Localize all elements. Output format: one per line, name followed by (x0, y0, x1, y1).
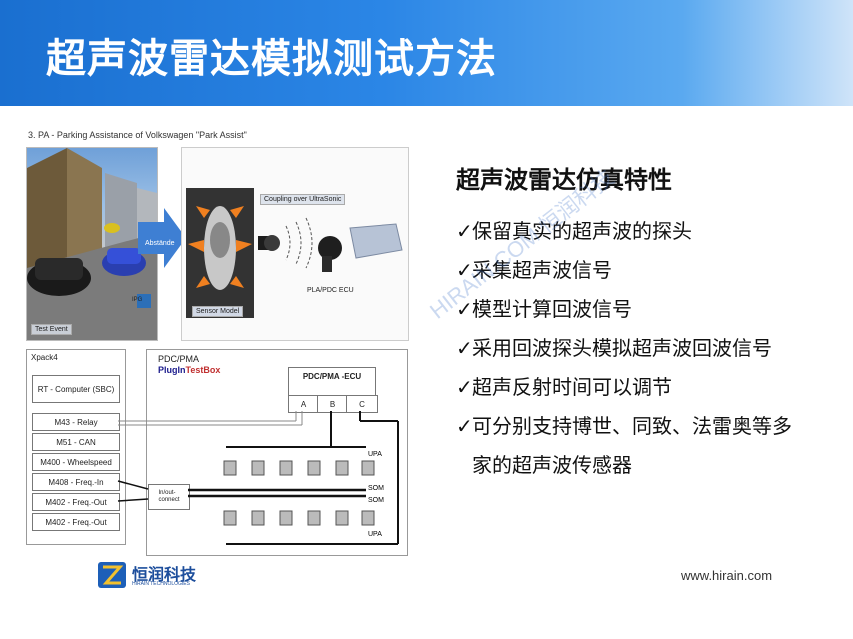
rt-computer-box: RT - Computer (SBC) (32, 375, 120, 403)
test-event-label: Test Event (31, 324, 72, 335)
inout-connect-box: In/out- connect (148, 484, 190, 510)
check-icon: ✓ (456, 414, 473, 438)
simulation-scene-image: IPG Test Event (26, 147, 158, 341)
abstande-label: Abstände (145, 240, 175, 247)
feature-text: 家的超声波传感器 (472, 453, 632, 477)
flow-arrow-icon (138, 208, 186, 268)
module-wheelspeed: M400 - Wheelspeed (32, 453, 120, 471)
feature-item: ✓采集超声波信号 (456, 252, 836, 291)
feature-text: 采集超声波信号 (472, 258, 612, 282)
feature-item: ✓采用回波探头模拟超声波回波信号 (456, 330, 836, 369)
check-icon: ✓ (456, 375, 473, 399)
check-icon: ✓ (456, 258, 473, 282)
logo-en-text: HIRAIN TECHNOLOGIES (132, 581, 190, 587)
pdc-pma-label: PDC/PMA (158, 354, 200, 364)
logo-cn-text: 恒润科技 (132, 565, 197, 584)
ipg-label: IPG (132, 297, 143, 303)
feature-list: ✓保留真实的超声波的探头 ✓采集超声波信号 ✓模型计算回波信号 ✓采用回波探头模… (456, 213, 836, 486)
wiring-lines (117, 411, 399, 545)
feature-item: 家的超声波传感器 (456, 447, 836, 486)
feature-text: 可分别支持博世、同致、法雷奥等多 (472, 414, 792, 438)
check-icon: ✓ (456, 219, 473, 243)
check-icon: ✓ (456, 297, 473, 321)
feature-text: 采用回波探头模拟超声波回波信号 (472, 336, 772, 360)
sensor-model-label: Sensor Model (192, 306, 244, 317)
testbox-text: TestBox (185, 365, 221, 375)
feature-item: ✓超声反射时间可以调节 (456, 369, 836, 408)
module-relay: M43 - Relay (32, 413, 120, 431)
check-icon: ✓ (456, 336, 473, 360)
module-freq-out-2: M402 - Freq.-Out (32, 513, 120, 531)
plugin-testbox-label: PlugInTestBox (158, 365, 220, 375)
xpack-label: Xpack4 (31, 353, 58, 362)
section-title: 超声波雷达仿真特性 (456, 166, 672, 194)
module-can: M51 - CAN (32, 433, 120, 451)
plugin-text: PlugIn (158, 365, 186, 375)
figure-caption: 3. PA - Parking Assistance of Volkswagen… (28, 130, 247, 140)
slide-title: 超声波雷达模拟测试方法 (46, 36, 497, 82)
ecu-pin-c: C (346, 395, 378, 413)
som-label-top: SOM (368, 485, 384, 492)
module-freq-out-1: M402 - Freq.-Out (32, 493, 120, 511)
feature-item: ✓模型计算回波信号 (456, 291, 836, 330)
sensor-coupling-panel: Coupling over UltraSonic PLA/PDC ECU Sen… (181, 147, 409, 341)
upa-label-bottom: UPA (368, 531, 382, 538)
feature-text: 模型计算回波信号 (472, 297, 632, 321)
feature-text: 保留真实的超声波的探头 (472, 219, 692, 243)
company-logo: 恒润科技 HIRAIN TECHNOLOGIES (98, 562, 208, 590)
feature-item: ✓保留真实的超声波的探头 (456, 213, 836, 252)
header-banner: 超声波雷达模拟测试方法 (0, 0, 853, 106)
footer-website: www.hirain.com (681, 568, 773, 583)
pla-ecu-label: PLA/PDC ECU (307, 287, 354, 294)
logo-mark-icon (98, 562, 126, 588)
feature-item: ✓可分别支持博世、同致、法雷奥等多 (456, 408, 836, 447)
som-label-bottom: SOM (368, 497, 384, 504)
feature-text: 超声反射时间可以调节 (472, 375, 672, 399)
upa-label-top: UPA (368, 451, 382, 458)
coupling-label: Coupling over UltraSonic (260, 194, 346, 205)
system-diagram: Xpack4 RT - Computer (SBC) M43 - Relay M… (26, 349, 408, 556)
